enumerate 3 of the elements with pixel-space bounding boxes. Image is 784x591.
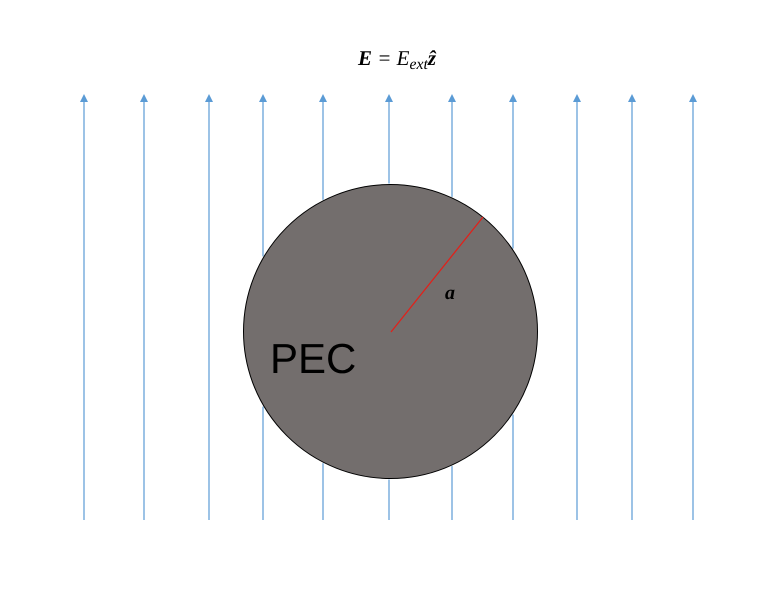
material-label: PEC xyxy=(270,338,356,380)
field-equation: E = E$_{ext}$ẑ xyxy=(358,45,436,74)
radius-label: a xyxy=(445,283,455,303)
